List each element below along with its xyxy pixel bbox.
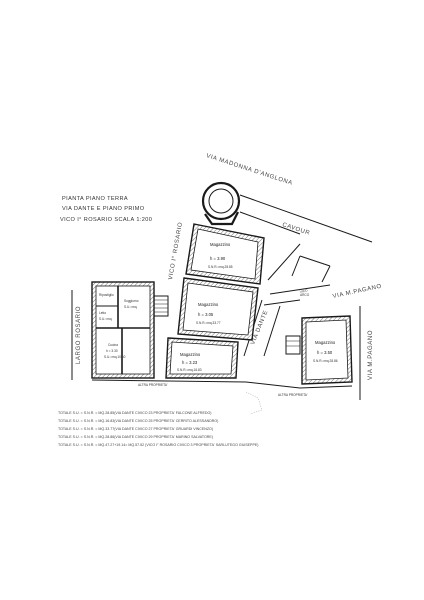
title-block: PIANTA PIANO TERRA VIA DANTE E PIANO PRI…	[60, 196, 152, 223]
room-left-b-name: Ripostiglio	[99, 293, 114, 297]
street-label-largo-rosario: LARGO ROSARIO	[76, 306, 82, 364]
room-left-d-area: S.U.=mq.10.60	[104, 355, 126, 359]
room-low-height: h = 3.23	[182, 360, 198, 365]
street-label-vico: VICO	[299, 288, 308, 294]
label-altra-proprieta-1: ALTRA PROPRIETA'	[138, 383, 168, 387]
legend-row-4: TOTALE S.U. = S.N.R. = MQ.28.86(VIA DANT…	[58, 435, 213, 439]
room-left-a-area: S.U.=mq.	[99, 317, 112, 321]
room-low: Magazzino h = 3.23 S.N.R.=mq.16.83	[165, 337, 239, 379]
street-label-cavour: CAVOUR	[281, 222, 310, 237]
legend-row-1: TOTALE S.U. = S.N.R. = MQ.28.85(VIA DANT…	[58, 411, 211, 415]
street-label-vico-rosario: VICO I° ROSARIO	[168, 221, 184, 280]
room-mid-name: Magazzino	[198, 302, 219, 307]
street-label-via-pagano: VIA M.PAGANO	[332, 284, 382, 300]
room-left-a-name: Letto	[99, 311, 106, 315]
title-line-1: PIANTA PIANO TERRA	[62, 196, 128, 202]
room-top-name: Magazzino	[210, 242, 231, 247]
legend-row-3: TOTALE S.U. = S.N.R. = MQ.33.77(VIA DANT…	[58, 427, 213, 431]
room-right-height: h = 3.50	[317, 350, 333, 355]
street-label-madonna: VIA MADONNA D'ANGLONA	[205, 153, 293, 187]
room-left-d-name: Cucina	[108, 343, 118, 347]
label-altra-proprieta-2: ALTRA PROPRIETA'	[278, 393, 308, 397]
room-right-area: S.N.R.=mq.28.86	[313, 359, 338, 363]
legend-row-2: TOTALE S.U. = S.N.R. = MQ.16.83(VIA DANT…	[58, 419, 218, 423]
room-left-c-area: S.U.=mq.	[124, 305, 137, 309]
title-line-3: VICO I° ROSARIO SCALA 1:200	[60, 217, 152, 223]
room-mid-area: S.N.R.=mq.33.77	[196, 321, 221, 325]
room-top: Magazzino h = 3.90 S.N.R.=mq.28.85	[185, 223, 265, 285]
room-right: Magazzino h = 3.50 S.N.R.=mq.28.86	[285, 315, 353, 385]
room-mid: Magazzino h = 3.05 S.N.R.=mq.33.77	[177, 277, 259, 341]
room-low-name: Magazzino	[180, 352, 201, 357]
room-left-c-name: Soggiorno	[124, 299, 139, 303]
legend: TOTALE S.U. = S.N.R. = MQ.28.85(VIA DANT…	[58, 411, 258, 447]
room-mid-height: h = 3.05	[198, 312, 214, 317]
label-arco: ARCO	[300, 293, 310, 297]
room-right-name: Magazzino	[315, 340, 336, 345]
left-apartment: Letto S.U.=mq. Ripostiglio Soggiorno S.U…	[91, 281, 155, 379]
stair-block	[153, 295, 169, 317]
street-label-via-pagano-vertical: VIA M.PAGANO	[368, 330, 374, 380]
room-top-height: h = 3.90	[210, 256, 226, 261]
room-low-area: S.N.R.=mq.16.83	[177, 368, 202, 372]
room-left-d-height: h = 3.30	[106, 349, 118, 353]
legend-row-5: TOTALE S.U. = S.N.R. = MQ.47.27+19.14= M…	[58, 443, 258, 447]
round-tower	[201, 181, 241, 226]
room-top-area: S.N.R.=mq.28.85	[208, 265, 233, 269]
title-line-2: VIA DANTE E PIANO PRIMO	[62, 206, 145, 212]
boundary-lines	[91, 379, 353, 415]
